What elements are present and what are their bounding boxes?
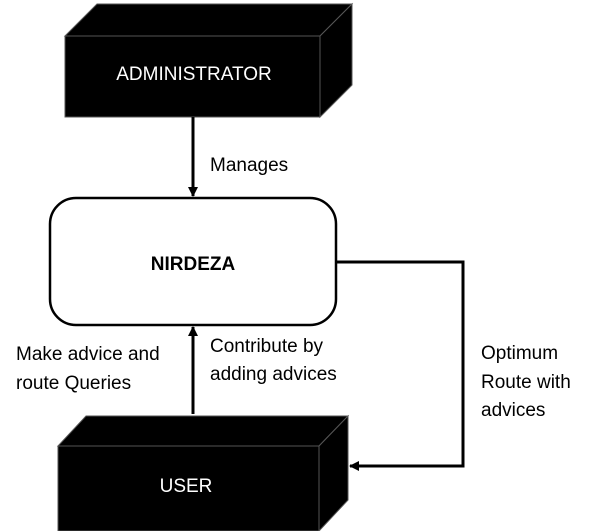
administrator-front-face [64,35,321,118]
user-front-face [57,445,320,531]
user-top-face [56,415,350,447]
administrator-label: ADMINISTRATOR [116,64,272,85]
contribute-label: Contribute by adding advices [210,336,337,385]
nirdeza-label: NIRDEZA [151,254,236,275]
nirdeza-node: NIRDEZA [48,196,338,327]
optimum-route-arrow [336,260,465,471]
administrator-node: ADMINISTRATOR [63,2,354,119]
user-label: USER [160,476,213,497]
manages-label: Manages [210,155,288,176]
queries-label: Make advice and route Queries [16,344,165,394]
user-node: USER [56,414,350,531]
optimum-route-label: Optimum Route with advices [481,343,576,421]
administrator-top-face [63,3,354,37]
